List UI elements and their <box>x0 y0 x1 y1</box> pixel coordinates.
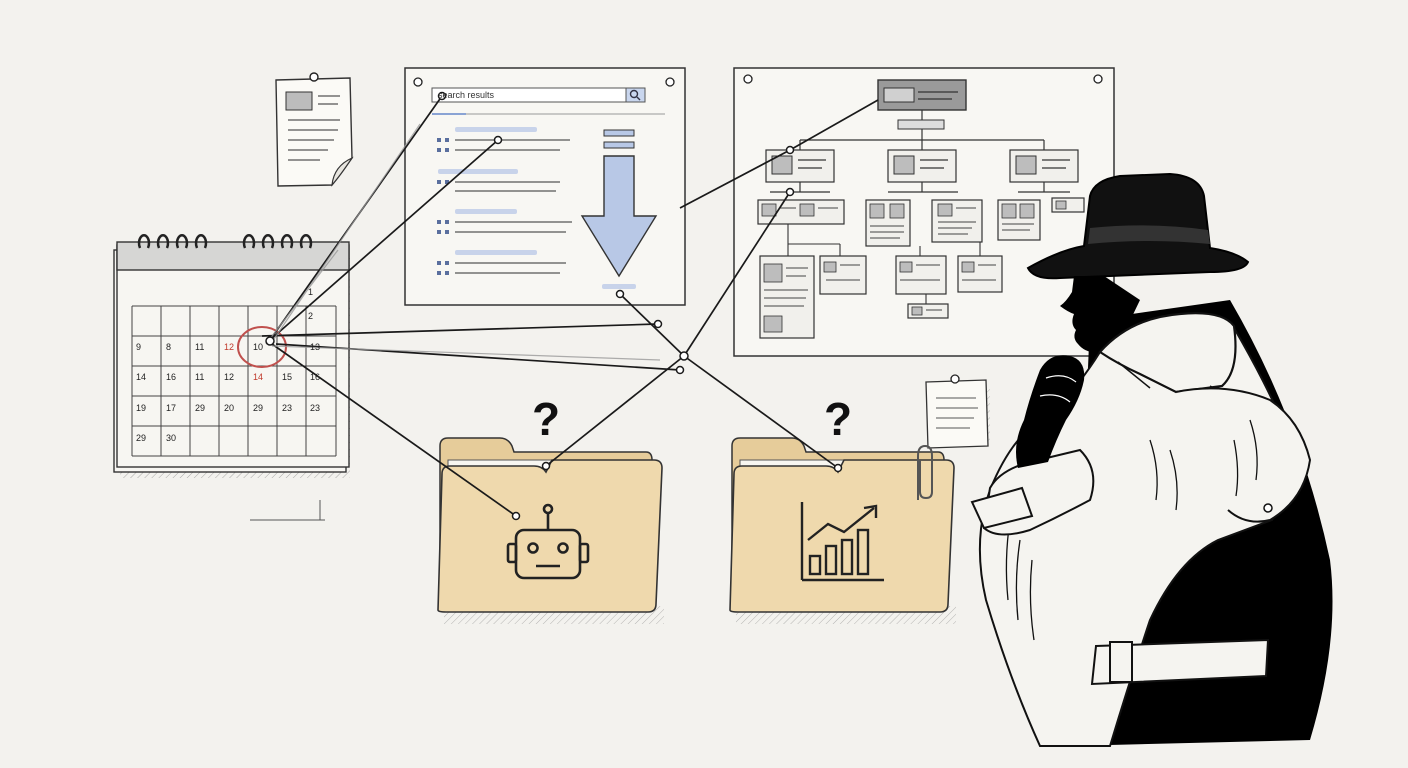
search-icon <box>629 89 641 101</box>
calendar-date: 14 <box>253 372 264 382</box>
search-results-panel <box>404 67 686 306</box>
calendar <box>113 233 350 521</box>
calendar-date: 29 <box>253 403 264 413</box>
result-entries <box>437 127 572 275</box>
search-input[interactable]: search results <box>438 90 495 100</box>
calendar-date: 8 <box>166 342 172 352</box>
paperclip-icon <box>917 444 933 500</box>
calendar-date: 9 <box>136 342 142 352</box>
calendar-date: 11 <box>195 372 205 382</box>
calendar-date: 2 <box>308 311 314 321</box>
question-mark-left: ? <box>532 393 561 445</box>
detective-figure <box>970 172 1333 747</box>
calendar-date: 12 <box>224 342 235 352</box>
calendar-date: 15 <box>282 372 293 382</box>
folder-left <box>437 437 664 624</box>
calendar-date: 1 <box>308 287 314 297</box>
org-chart-panel <box>733 67 1115 357</box>
calendar-date: 10 <box>253 342 264 352</box>
calendar-date: 23 <box>282 403 293 413</box>
calendar-date: 29 <box>195 403 206 413</box>
robot-icon <box>506 503 590 580</box>
sticky-note-top <box>275 72 354 187</box>
string-pins <box>265 91 843 521</box>
calendar-date: 19 <box>136 403 147 413</box>
calendar-date: 14 <box>136 372 147 382</box>
calendar-date: 17 <box>166 403 177 413</box>
calendar-date: 16 <box>166 372 177 382</box>
calendar-date: 20 <box>224 403 235 413</box>
calendar-date: 13 <box>310 342 321 352</box>
calendar-date: 29 <box>136 433 147 443</box>
calendar-date: 23 <box>310 403 321 413</box>
question-mark-right: ? <box>824 393 853 445</box>
calendar-date: 30 <box>166 433 177 443</box>
down-arrow-icon <box>580 129 658 278</box>
calendar-date: 16 <box>310 372 321 382</box>
bar-chart-icon <box>800 502 884 582</box>
sticky-note-right <box>925 374 990 449</box>
calendar-date: 11 <box>195 342 205 352</box>
connection-strings <box>261 95 879 517</box>
folder-right <box>729 437 956 624</box>
calendar-date: 12 <box>224 372 235 382</box>
